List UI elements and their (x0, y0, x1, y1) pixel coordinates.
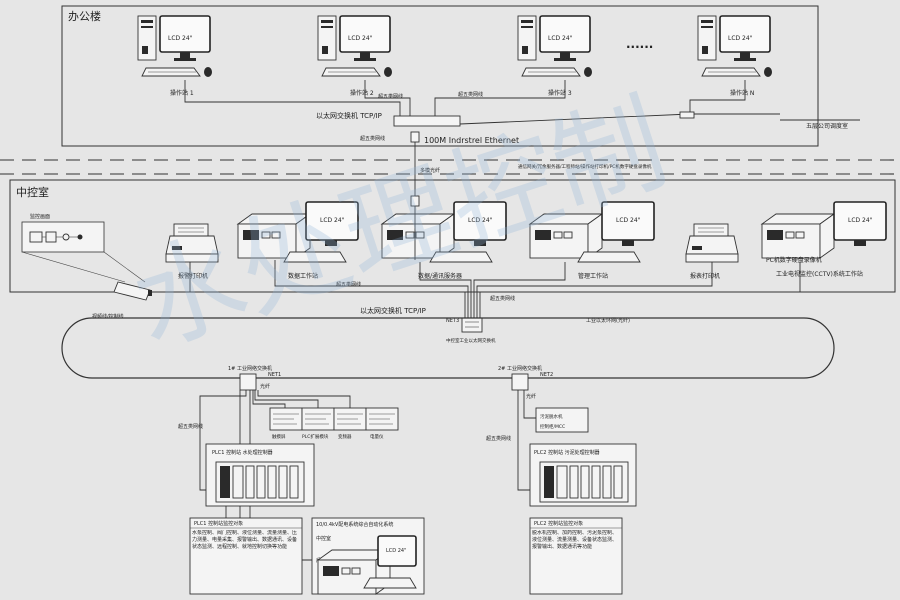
workstation-label: 操作站 3 (548, 89, 572, 97)
device-label: 数据/通讯服务器 (418, 272, 462, 280)
office-ellipsis: ...... (626, 37, 653, 51)
sub-device-label: PLC扩展模块 (302, 433, 329, 440)
field2-sub-device[interactable]: 污泥脱水机 控制柜/MCC (535, 407, 589, 433)
control-main-switch[interactable] (461, 317, 483, 333)
monitor-label: LCD 24" (468, 217, 493, 224)
monitor-label: LCD 24" (320, 217, 345, 224)
dvr-workstation[interactable]: LCD 24" PC机数字硬盘录像机 工业电视监控(CCTV)系统工作站 (761, 201, 887, 278)
ring-tag-netr: NET3 (446, 318, 459, 324)
field1-cable-label: 光纤 (260, 383, 270, 390)
monitor-label: LCD 24" (848, 217, 873, 224)
data-server[interactable]: LCD 24" 数据/通讯服务器 (381, 201, 507, 280)
sub-device-label: 触摸屏 (272, 433, 286, 440)
office-workstation-2[interactable]: LCD 24" 操作站 2 (317, 15, 393, 97)
field1-sub-device-1[interactable]: 触摸屏 (269, 407, 303, 440)
sub-device-label: 变频器 (338, 433, 352, 440)
field1-station-workstation[interactable]: LCD 24" (317, 535, 417, 595)
report-printer[interactable]: 报表打印机 (685, 223, 739, 280)
field1-sub-device-3[interactable]: 变频器 (333, 407, 367, 440)
cctv-camera-icon[interactable] (113, 281, 152, 301)
device-label: 报表打印机 (690, 272, 720, 280)
field1-desc-box (189, 517, 303, 595)
field2-desc-text: 脱水机控制、加药控制、污泥泵控制、液位测量、流量测量、设备状态监测、报警输出、数… (532, 530, 618, 550)
office-zone-label: 办公楼 (68, 9, 101, 23)
cctv-label: 工业电视监控(CCTV)系统工作站 (776, 270, 863, 278)
field2-plc-title: PLC2 控制站 污泥处理控制器 (534, 449, 600, 456)
control-link-label: 以太网交换机 TCP/IP (360, 306, 426, 315)
remote-terminal[interactable] (679, 111, 695, 119)
device-label: 管理工作站 (578, 272, 608, 280)
office-cable-label: 超五类网线 (458, 91, 483, 98)
camera-icon (29, 231, 83, 243)
ethernet-ring (61, 317, 835, 379)
field2-net: NET2 (540, 372, 553, 378)
workstation-label: 操作站 1 (170, 89, 194, 97)
fiber-converter-office[interactable] (410, 131, 420, 143)
field1-desc-text: 水泵控制、阀门控制、液位测量、流量测量、压力测量、电量采集、报警输出、数据通讯、… (192, 530, 298, 550)
sub-device-label: 污泥脱水机 (540, 413, 563, 420)
field1-station-sub: 中控室 (316, 535, 331, 542)
field1-plc-rack[interactable] (215, 461, 305, 503)
control-zone-label: 中控室 (16, 185, 49, 199)
switch-caption: 100M Indrstrel Ethernet (424, 136, 519, 145)
sub-device-label: 控制柜/MCC (540, 423, 565, 430)
device-label: PC机数字硬盘录像机 (766, 256, 822, 264)
office-switch[interactable] (393, 115, 461, 127)
office-zone-frame (61, 5, 819, 147)
monitor-label: LCD 24" (348, 35, 373, 42)
data-workstation[interactable]: LCD 24" 数据工作站 (237, 201, 359, 280)
field2-desc-title: PLC2 控制站监控对象 (534, 520, 583, 527)
management-workstation[interactable]: LCD 24" 管理工作站 (529, 201, 655, 280)
monitor-label: LCD 24" (386, 548, 406, 554)
monitor-label: LCD 24" (548, 35, 573, 42)
field2-desc-box (529, 517, 623, 595)
device-label: 数据工作站 (288, 272, 318, 280)
monitor-label: LCD 24" (728, 35, 753, 42)
office-cable-label-2: 超五类网线 (378, 93, 403, 100)
alarm-printer[interactable]: 报警打印机 (165, 223, 219, 280)
field1-sub-device-2[interactable]: PLC扩展模块 (301, 407, 335, 440)
field1-cable-left: 超五类网线 (178, 423, 203, 430)
cable-label-right: 超五类网线 (490, 295, 515, 302)
top-right-note: 通信网关/冗余服务器/工程师站/操作站打印机/PC机数字硬盘录像机 (518, 163, 652, 170)
office-workstation-1[interactable]: LCD 24" 操作站 1 (137, 15, 213, 97)
sub-device-label: 电量仪 (370, 433, 384, 440)
field2-plc-rack[interactable] (539, 461, 629, 503)
field2-switch-label: 2# 工业网络交换机 (498, 365, 542, 372)
field1-station-title: 10/0.4kV配电系统综合自动化系统 (316, 521, 393, 528)
field1-desc-title: PLC1 控制站监控对象 (194, 520, 243, 527)
office-workstation-n[interactable]: LCD 24" 操作站 N (697, 15, 773, 97)
monitor-label: LCD 24" (168, 35, 193, 42)
camera-box-label: 监控画面 (30, 213, 50, 220)
dispatch-room-label: 五层公司调度室 (806, 122, 848, 130)
monitor-label: LCD 24" (616, 217, 641, 224)
field2-cable-label: 光纤 (526, 393, 536, 400)
device-label: 报警打印机 (178, 272, 208, 280)
field1-net: NET1 (268, 372, 281, 378)
office-cable-label-3: 超五类网线 (360, 135, 385, 142)
workstation-label: 操作站 N (730, 89, 754, 97)
field1-switch-label: 1# 工业网络交换机 (228, 365, 272, 372)
ring-label: 工业以太环网(光纤) (586, 317, 630, 324)
workstation-label: 操作站 2 (350, 89, 374, 97)
camera-cable-label: 视频线/控制线 (92, 313, 124, 320)
fiber-label: 多模光纤 (420, 167, 440, 174)
field2-cable-left: 超五类网线 (486, 435, 511, 442)
main-switch-label: 中控室工业以太网交换机 (446, 337, 496, 344)
field1-sub-device-4[interactable]: 电量仪 (365, 407, 399, 440)
office-link-label: 以太网交换机 TCP/IP (316, 111, 382, 120)
cable-label-left: 超五类网线 (336, 281, 361, 288)
field2-switch[interactable] (511, 373, 529, 391)
field1-switch[interactable] (239, 373, 257, 391)
field1-plc-title: PLC1 控制站 水处理控制器 (212, 449, 273, 456)
office-workstation-3[interactable]: LCD 24" 操作站 3 (517, 15, 593, 97)
